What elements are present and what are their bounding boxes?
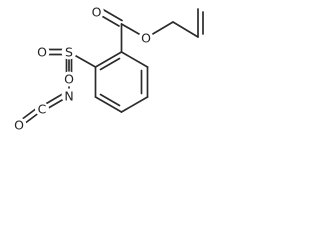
ring-bond-3-inner (99, 93, 121, 107)
atom-o-ester: O (141, 31, 151, 46)
ester-group (99, 8, 204, 53)
atom-o-carbonyl: O (92, 5, 102, 20)
ring-bond-3 (94, 96, 123, 113)
carbonyl-double-bond-1 (99, 14, 120, 27)
atom-s: S (65, 45, 73, 60)
mask-o-isocyanate (11, 117, 27, 133)
ring-bond-1 (94, 51, 123, 68)
molecule-structure: O O S O O N C O (11, 4, 204, 133)
atom-labels: O O S O O N C O (14, 5, 151, 133)
atom-o-sulfonyl-left: O (37, 45, 47, 60)
atom-n: N (64, 89, 73, 104)
mask-o-ester (138, 30, 154, 46)
ring-bond-1-inner (99, 57, 121, 71)
atom-o-isocyanate: O (14, 118, 24, 133)
benzene-ring (94, 51, 149, 113)
atom-label-masks (11, 4, 154, 133)
ch2-to-ch-bond (172, 21, 199, 38)
mask-c-isocyanate (35, 102, 49, 116)
carbon-oxygen-double-bond-2 (20, 107, 38, 121)
mask-o-carbonyl (89, 4, 104, 20)
ring-bond-4 (120, 96, 149, 113)
mask-s (61, 44, 77, 60)
mask-o-sulfonyl-left (34, 44, 50, 60)
ring-bond-6 (120, 51, 149, 68)
sulfonyl-isocyanate-group (20, 48, 97, 125)
carbonyl-double-bond-2 (102, 8, 123, 22)
atom-o-sulfonyl-bottom: O (64, 72, 74, 87)
atom-c-isocyanate: C (38, 102, 47, 117)
mask-o-sulfonyl-bottom (61, 71, 77, 87)
mask-n (61, 88, 77, 104)
